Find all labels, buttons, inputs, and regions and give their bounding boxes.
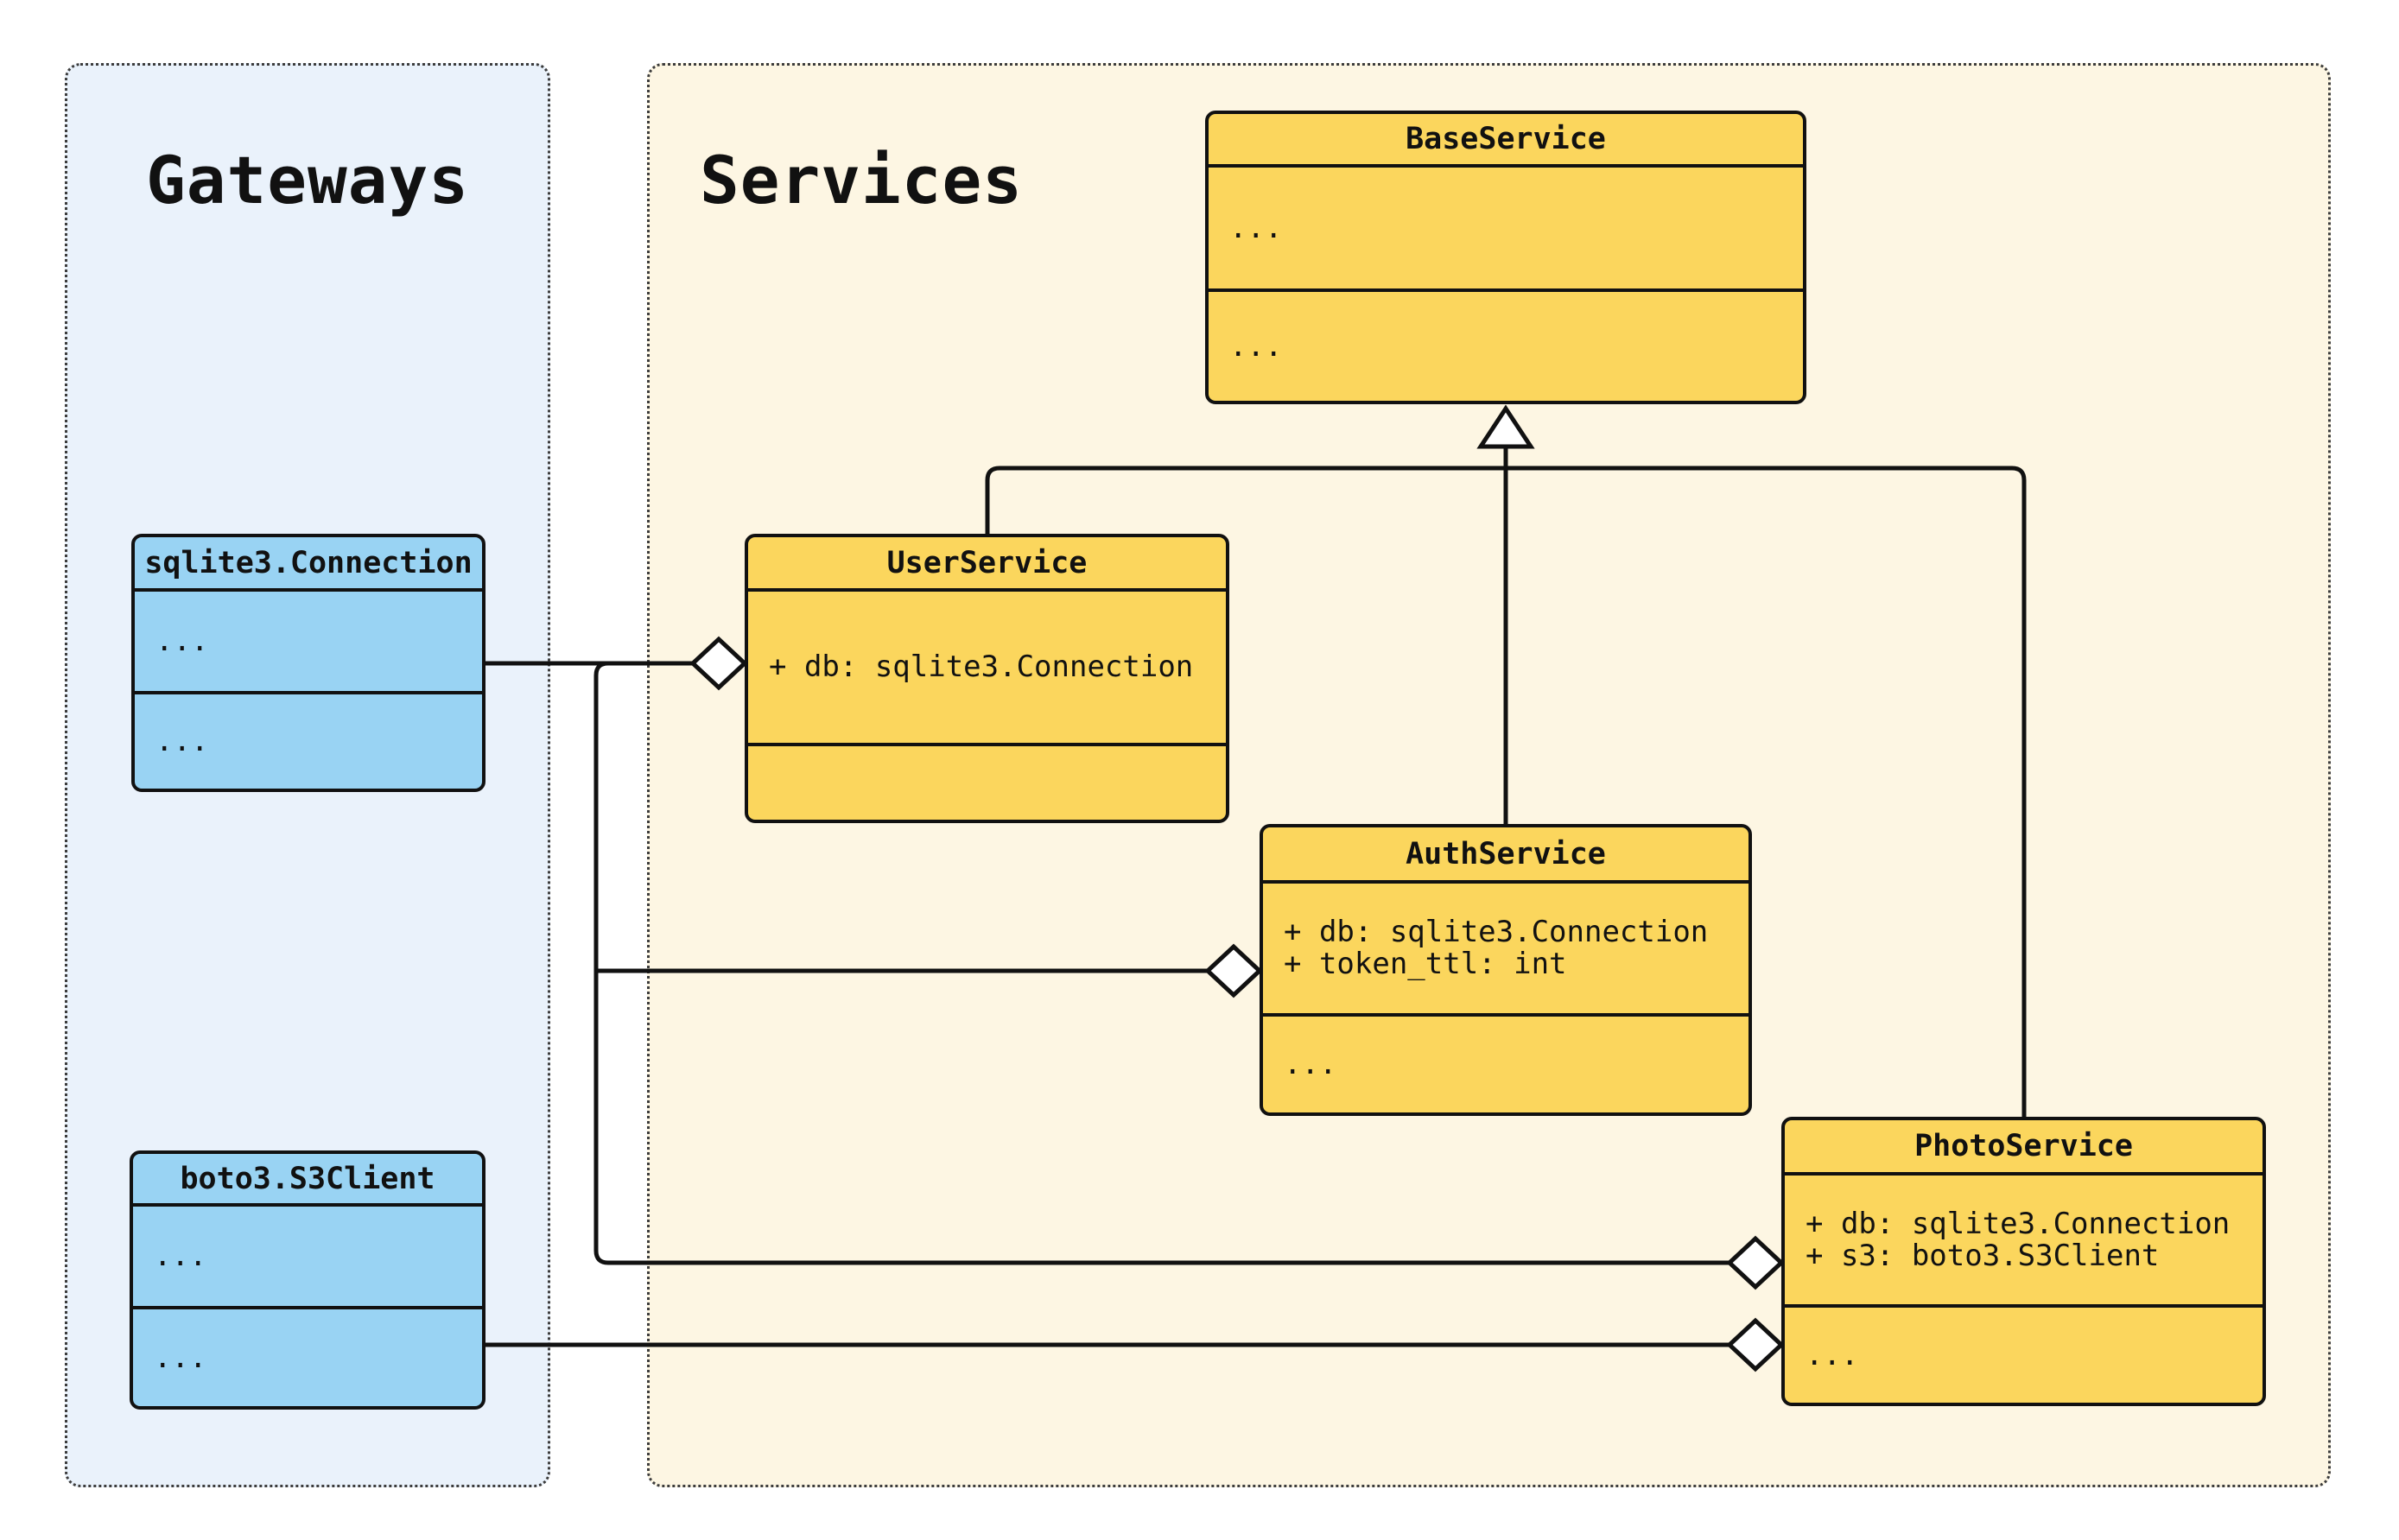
class-sqlite3-connection-name: sqlite3.Connection bbox=[135, 537, 482, 592]
class-base-service-method: ... bbox=[1229, 328, 1283, 364]
class-auth-service-attribute-db: + db: sqlite3.Connection bbox=[1284, 915, 1709, 949]
class-user-service: UserService + db: sqlite3.Connection bbox=[745, 534, 1229, 823]
class-boto3-s3client: boto3.S3Client ... ... bbox=[130, 1150, 486, 1410]
class-boto3-s3client-method: ... bbox=[154, 1340, 207, 1375]
class-sqlite3-connection-attribute: ... bbox=[155, 624, 209, 658]
class-user-service-name: UserService bbox=[748, 537, 1226, 592]
class-auth-service-attribute-token-ttl: + token_ttl: int bbox=[1284, 947, 1567, 981]
class-sqlite3-connection-method: ... bbox=[155, 724, 209, 758]
group-gateways-title: Gateways bbox=[145, 142, 470, 219]
class-user-service-attribute-db: + db: sqlite3.Connection bbox=[769, 650, 1194, 684]
class-auth-service-method: ... bbox=[1284, 1047, 1337, 1081]
class-auth-service-name: AuthService bbox=[1263, 827, 1748, 884]
class-photo-service-name: PhotoService bbox=[1785, 1120, 2263, 1176]
class-auth-service: AuthService + db: sqlite3.Connection + t… bbox=[1260, 824, 1752, 1116]
class-boto3-s3client-attribute: ... bbox=[154, 1239, 207, 1273]
group-services-title: Services bbox=[700, 142, 1024, 219]
class-base-service-attribute: ... bbox=[1229, 210, 1283, 245]
class-base-service: BaseService ... ... bbox=[1205, 111, 1806, 404]
class-photo-service-method: ... bbox=[1806, 1337, 1859, 1372]
class-photo-service-attribute-s3: + s3: boto3.S3Client bbox=[1806, 1238, 2160, 1273]
class-photo-service-attribute-db: + db: sqlite3.Connection bbox=[1806, 1206, 2231, 1241]
class-sqlite3-connection: sqlite3.Connection ... ... bbox=[131, 534, 486, 792]
class-base-service-name: BaseService bbox=[1209, 114, 1803, 168]
class-photo-service: PhotoService + db: sqlite3.Connection + … bbox=[1781, 1117, 2266, 1406]
class-boto3-s3client-name: boto3.S3Client bbox=[133, 1154, 482, 1207]
